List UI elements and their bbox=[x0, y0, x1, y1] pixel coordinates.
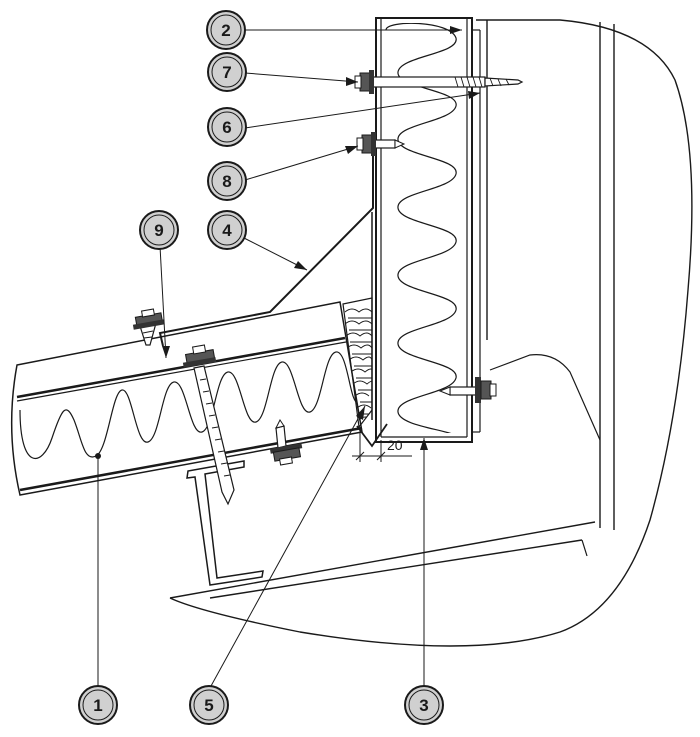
callout-2: 2 bbox=[206, 10, 246, 50]
floor-slab bbox=[169, 521, 596, 599]
leader-6 bbox=[244, 91, 481, 129]
roof-sandwich-panel bbox=[10, 301, 363, 496]
callout-7-label: 7 bbox=[222, 63, 231, 82]
callout-3: 3 bbox=[404, 685, 444, 725]
callout-7: 7 bbox=[207, 52, 247, 92]
screw-wall-panel-long bbox=[354, 70, 524, 94]
screw-roof-underside bbox=[269, 419, 303, 466]
leader-3 bbox=[420, 438, 428, 686]
callout-4-label: 4 bbox=[222, 221, 232, 240]
building-outline bbox=[169, 19, 693, 647]
callout-5-label: 5 bbox=[204, 696, 213, 715]
callout-8-label: 8 bbox=[222, 172, 231, 191]
dimension-label: 20 bbox=[387, 437, 403, 453]
callout-9-label: 9 bbox=[154, 221, 163, 240]
screw-wall-bottom bbox=[438, 377, 497, 403]
leader-lines bbox=[95, 26, 481, 687]
leader-9 bbox=[159, 245, 170, 359]
callout-9: 9 bbox=[139, 210, 179, 250]
callout-8: 8 bbox=[207, 161, 247, 201]
callout-1-label: 1 bbox=[93, 696, 102, 715]
leader-5 bbox=[210, 405, 366, 687]
leader-4 bbox=[243, 237, 308, 271]
leader-2 bbox=[244, 26, 462, 34]
callout-6-label: 6 bbox=[222, 118, 231, 137]
screw-roof-flashing bbox=[132, 308, 165, 346]
callout-2-label: 2 bbox=[221, 21, 230, 40]
mineral-wool-seal bbox=[342, 297, 373, 429]
screw-wall-flashing-top bbox=[356, 132, 406, 156]
callout-3-label: 3 bbox=[419, 696, 428, 715]
leader-7 bbox=[244, 72, 359, 86]
leader-1 bbox=[95, 453, 101, 686]
callout-4: 4 bbox=[207, 210, 247, 250]
screw-roof-through bbox=[182, 344, 235, 506]
callout-1: 1 bbox=[78, 685, 118, 725]
flashing bbox=[158, 150, 388, 448]
callout-5: 5 bbox=[189, 685, 229, 725]
leader-8 bbox=[244, 145, 359, 181]
callout-6: 6 bbox=[207, 107, 247, 147]
dimension-20: 20 bbox=[352, 430, 412, 462]
